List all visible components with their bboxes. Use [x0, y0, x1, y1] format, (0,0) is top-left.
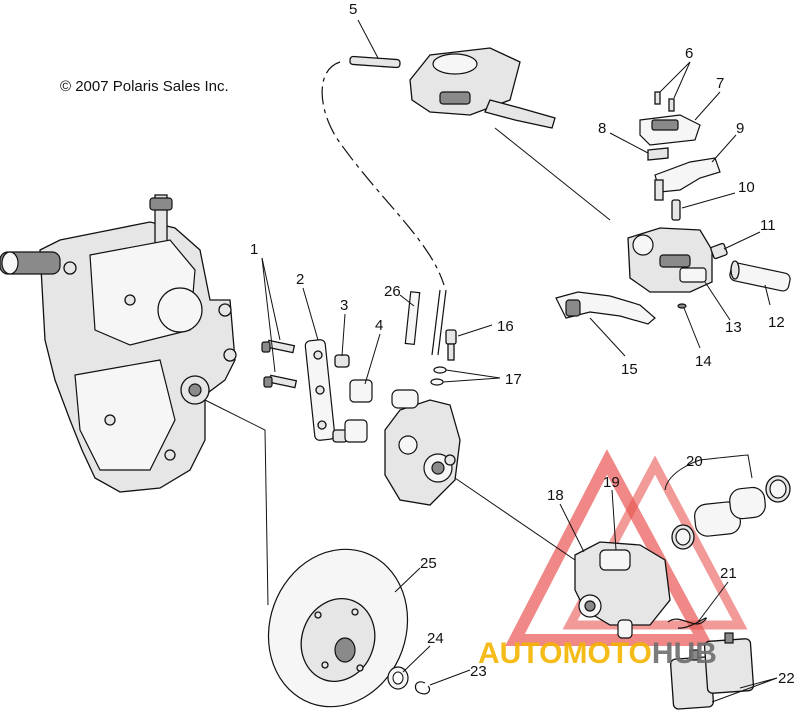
master-cylinder-link-line	[494, 127, 611, 221]
copyright-notice: © 2007 Polaris Sales Inc.	[60, 78, 229, 95]
pivot-pin	[671, 199, 681, 221]
callout-10: 10	[738, 179, 755, 196]
lock-nuts	[332, 354, 350, 443]
caliper-mount-bracket	[304, 339, 336, 441]
callout-22: 22	[778, 670, 795, 687]
pad-spring	[667, 617, 707, 629]
callout-11: 11	[760, 217, 776, 234]
rear-brake-caliper	[574, 541, 671, 639]
callout-4: 4	[375, 317, 383, 334]
clip	[647, 147, 669, 161]
brake-pads	[669, 632, 755, 710]
callout-14: 14	[695, 353, 712, 370]
caliper-link-line	[454, 477, 576, 561]
front-brake-caliper	[384, 389, 461, 506]
callout-21: 21	[720, 565, 737, 582]
callout-8: 8	[598, 120, 606, 137]
callout-2: 2	[296, 271, 304, 288]
callout-7: 7	[716, 75, 724, 92]
callout-1: 1	[250, 241, 258, 258]
callout-13: 13	[725, 319, 742, 336]
callout-16: 16	[497, 318, 514, 335]
brake-hose-route	[321, 61, 445, 286]
callout-15: 15	[621, 361, 638, 378]
piston-kit	[671, 475, 791, 550]
master-cylinder-assembly	[349, 47, 556, 129]
brake-line	[404, 289, 447, 356]
gearcase-assembly	[0, 194, 237, 493]
callout-20: 20	[686, 453, 703, 470]
throttle-grip	[729, 260, 791, 292]
screws-top	[654, 91, 675, 112]
rotor-washer	[387, 666, 409, 690]
cover	[639, 114, 701, 146]
axle-link-line	[204, 399, 269, 606]
watermark-part1: AUTOMOTO	[478, 637, 652, 670]
callout-18: 18	[547, 487, 564, 504]
banjo-bolt	[445, 329, 457, 361]
watermark-part2: HUB	[652, 637, 717, 670]
throttle-cable-end	[677, 303, 687, 309]
callout-5: 5	[349, 1, 357, 18]
callout-3: 3	[340, 297, 348, 314]
callout-9: 9	[736, 120, 744, 137]
callout-labels: 1 2 3 4 5 6 7 8 9 10 11 12 13 14 15 16 1…	[250, 1, 795, 687]
spacers	[344, 379, 373, 443]
callout-23: 23	[470, 663, 487, 680]
thumb-lever	[654, 157, 721, 201]
brake-rotor	[267, 548, 409, 708]
callout-19: 19	[603, 474, 620, 491]
callout-17: 17	[505, 371, 522, 388]
switch-housing	[627, 227, 713, 293]
brake-lever	[555, 291, 656, 325]
snap-ring	[414, 681, 431, 695]
callout-12: 12	[768, 314, 785, 331]
callout-leaders	[261, 19, 778, 703]
adjuster-nut	[710, 242, 728, 260]
callout-24: 24	[427, 630, 444, 647]
mount-bolts	[261, 339, 298, 389]
callout-25: 25	[420, 555, 437, 572]
callout-6: 6	[685, 45, 693, 62]
watermark-text: AUTOMOTOHUB	[478, 637, 717, 670]
callout-26: 26	[384, 283, 401, 300]
